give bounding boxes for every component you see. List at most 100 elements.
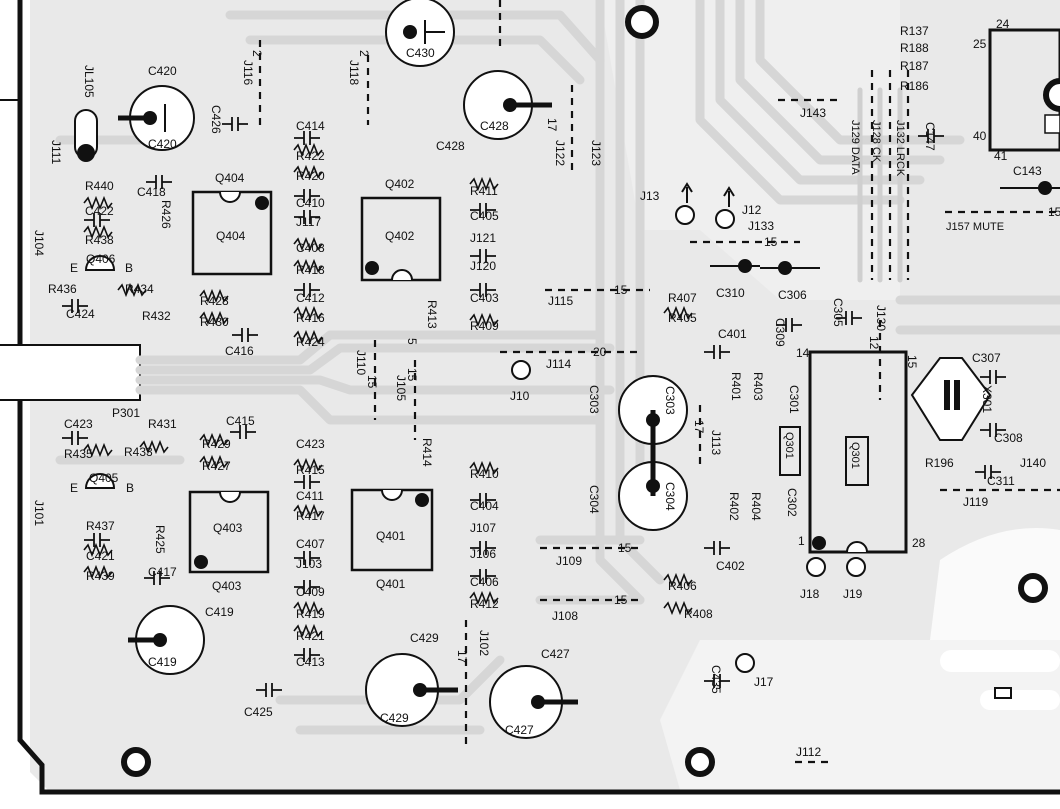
- resistor-symbol: [199, 310, 229, 326]
- capacitor-symbol: [470, 569, 496, 583]
- label: C426: [209, 105, 223, 134]
- label: C421: [86, 549, 115, 563]
- label: 24: [996, 17, 1010, 31]
- label: R425: [153, 525, 167, 554]
- label: C402: [716, 559, 745, 573]
- capacitor-symbol: [62, 299, 88, 313]
- capacitor-symbol: [62, 431, 88, 445]
- capacitor-symbol: [294, 283, 320, 297]
- label: C305: [831, 298, 845, 327]
- label: 15: [618, 541, 632, 555]
- label: C413: [296, 655, 325, 669]
- mounting-holes: [121, 5, 1048, 777]
- label: R401: [729, 372, 743, 401]
- label: C419: [205, 605, 234, 619]
- label: J109: [556, 554, 582, 568]
- label: C429: [410, 631, 439, 645]
- label: Q404: [216, 229, 246, 243]
- label: R430: [200, 315, 229, 329]
- capacitor-symbol: [470, 541, 496, 555]
- component-symbols: [62, 117, 1006, 697]
- label: J13: [640, 189, 660, 203]
- label: 5: [405, 338, 419, 345]
- resistor-symbol: [293, 503, 323, 519]
- label: J116: [241, 60, 255, 85]
- label: C423: [64, 417, 93, 431]
- label: J128 CK: [870, 120, 882, 163]
- capacitor-symbol: [776, 318, 802, 332]
- label: J105: [394, 375, 408, 401]
- label: C406: [470, 575, 499, 589]
- label: 15: [365, 375, 379, 389]
- resistor-symbol: [293, 236, 323, 252]
- label: J103: [296, 557, 322, 571]
- label: C405: [470, 209, 499, 223]
- labels-q404: Q404 Q404 R428 R430 C416: [200, 171, 254, 358]
- label: 12: [867, 336, 881, 350]
- label: C425: [244, 705, 273, 719]
- label: C428: [480, 119, 509, 133]
- label: Q405: [89, 471, 119, 485]
- label: J117: [296, 215, 321, 229]
- resistor-symbol: [199, 288, 229, 304]
- label: C403: [470, 291, 499, 305]
- resistor-symbol: [663, 600, 693, 616]
- labels-center: J114 J10 J110 J105 R414 C303 C303 C304 C…: [354, 350, 801, 623]
- resistor-symbol: [663, 305, 693, 321]
- resistor-symbol: [663, 572, 693, 588]
- label: C416: [225, 344, 254, 358]
- label: R417: [296, 509, 325, 523]
- label: J17: [754, 675, 774, 689]
- label: J112: [796, 745, 821, 759]
- label: R437: [86, 519, 115, 533]
- label: E: [70, 481, 78, 495]
- label: R424: [296, 335, 325, 349]
- capacitor-symbol: [294, 210, 320, 224]
- label: 15: [405, 368, 419, 382]
- label: J122: [553, 140, 567, 166]
- capacitor-symbol: [230, 425, 256, 439]
- label: J121: [470, 231, 496, 245]
- label: C423: [296, 437, 325, 451]
- label: 15: [1048, 205, 1060, 219]
- resistor-symbol: [469, 176, 499, 192]
- label: C407: [296, 537, 325, 551]
- label: C420: [148, 64, 177, 78]
- label: 15: [614, 283, 628, 297]
- resistor-symbol: [469, 590, 499, 606]
- label: C147: [923, 122, 937, 151]
- label: J106: [470, 547, 496, 561]
- capacitor-symbol: [146, 175, 172, 189]
- label: R429: [202, 437, 231, 451]
- label: R435: [64, 447, 93, 461]
- label: C308: [994, 431, 1023, 445]
- label: R419: [296, 607, 325, 621]
- label: 17: [455, 650, 469, 664]
- label: J140: [1020, 456, 1046, 470]
- traces: [55, 0, 1060, 735]
- label: R440: [85, 179, 114, 193]
- resistor-symbol: [83, 224, 113, 240]
- label: 15: [614, 593, 628, 607]
- capacitor-symbol: [704, 345, 730, 359]
- label: 17: [545, 118, 559, 132]
- label: 15: [764, 235, 778, 249]
- label: J110: [354, 350, 368, 375]
- label: R186: [900, 79, 929, 93]
- resistor-symbol: [83, 564, 113, 580]
- label: J12: [742, 203, 762, 217]
- label: R406: [668, 579, 697, 593]
- label: Q401: [376, 529, 406, 543]
- label: JL105: [82, 65, 96, 98]
- label: R431: [148, 417, 177, 431]
- label: R432: [142, 309, 171, 323]
- label: 25: [973, 37, 987, 51]
- label: J123: [589, 140, 603, 166]
- label: J119: [963, 495, 988, 509]
- ic-q301: [779, 350, 908, 554]
- labels-q402: Q402 Q402 R413: [385, 177, 439, 329]
- label: C422: [85, 204, 114, 218]
- capacitor-symbol: [232, 328, 258, 342]
- capacitor-symbol: [294, 189, 320, 203]
- label: J10: [510, 389, 530, 403]
